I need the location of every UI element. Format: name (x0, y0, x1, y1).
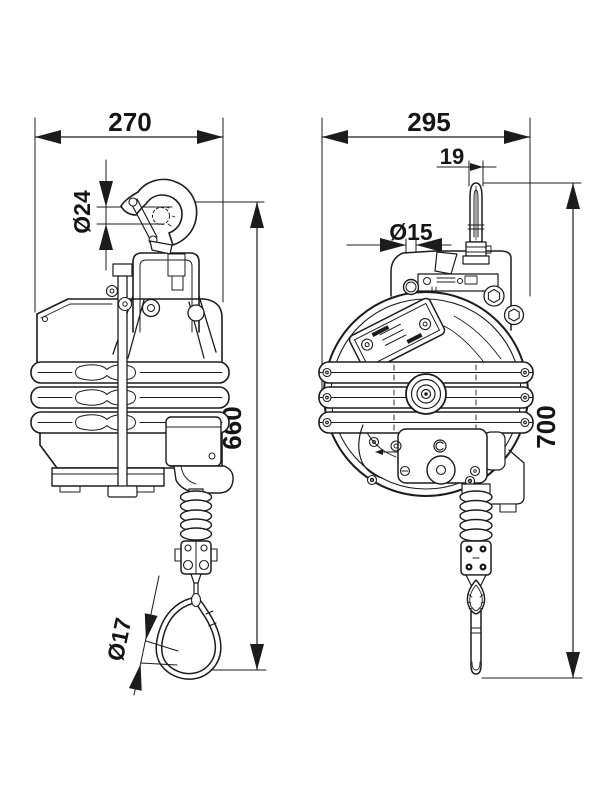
suspension-bracket (133, 253, 199, 332)
drum-bands (319, 362, 533, 433)
coil-spring-front (460, 484, 492, 541)
cable-outlet (170, 466, 233, 493)
coil-spring-side (181, 489, 212, 540)
side-view: Ø17 (31, 179, 233, 695)
dim-side-width-label: 270 (108, 107, 151, 137)
rope-thimble (467, 580, 484, 614)
foot-plate (52, 468, 164, 486)
dim-rope-hole-label: Ø15 (389, 219, 433, 245)
lower-brackets (359, 425, 475, 486)
top-bar (404, 274, 499, 295)
front-view (319, 183, 533, 674)
bottom-cover-plate (375, 429, 505, 484)
front-rail (107, 264, 138, 497)
top-hook-icon (121, 179, 197, 254)
dimension-side-width: 270 (35, 107, 223, 312)
drum-hub (406, 374, 446, 414)
dim-front-height-label: 700 (531, 405, 561, 448)
dim-eyelet-width-label: 19 (440, 144, 464, 169)
ratchet-plate (348, 297, 446, 373)
dimension-hook-eye: Ø17 (102, 576, 178, 695)
dimension-eyelet-width: 19 (437, 144, 496, 186)
cable-clamp-side (175, 541, 217, 601)
cable-clamp-front (461, 541, 491, 585)
dim-hook-eye-label: Ø17 (102, 615, 136, 663)
rotation-arrow (382, 447, 398, 452)
mount-bolts (484, 286, 524, 325)
dimension-rope-hole: Ø15 (347, 219, 451, 281)
dim-front-width-label: 295 (407, 107, 450, 137)
c-mark-icon (434, 440, 446, 452)
top-eyelet (463, 183, 491, 264)
dimension-hook-throat: Ø24 (69, 160, 172, 270)
lower-housing (40, 417, 233, 493)
hook-front (467, 580, 485, 674)
rear-housing-corner (492, 450, 524, 512)
dimension-front-width: 295 (322, 107, 530, 390)
dim-hook-throat-label: Ø24 (69, 190, 95, 234)
dimension-front-height: 700 (482, 183, 582, 678)
snap-hook-side (159, 594, 218, 677)
